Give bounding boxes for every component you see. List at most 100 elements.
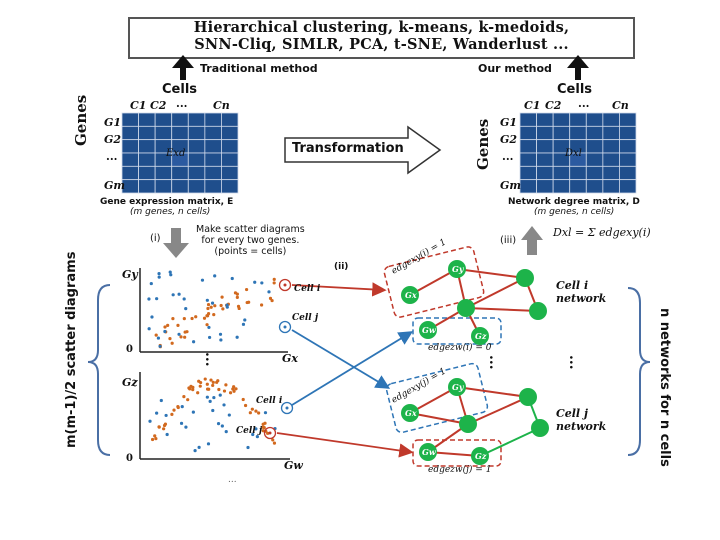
- network-cell-i-network-label: network: [556, 292, 607, 305]
- matrix-cell: [552, 112, 571, 127]
- scatter-point: [217, 387, 221, 392]
- step-i-description: Make scatter diagrams for every two gene…: [196, 224, 305, 257]
- scatter-point: [206, 312, 211, 316]
- matrix-cell: [138, 179, 156, 194]
- scatter-point: [155, 297, 159, 301]
- col-label-cn-right: Cn: [612, 99, 629, 112]
- matrix-cell: [619, 165, 637, 181]
- axis-label-gx: Gx: [282, 352, 298, 365]
- scatter-point: [259, 303, 264, 307]
- scatter-point: [169, 273, 173, 277]
- row-label-gm-left: Gm: [104, 179, 126, 192]
- network-node-labels: Gy Gx Gw Gz Gy Gx Gw Gz: [405, 264, 487, 461]
- matrix-cell: [138, 139, 156, 154]
- edge-label-zw-j: edgezw(j) = 1: [428, 465, 492, 475]
- scatter-point: [222, 389, 227, 393]
- step-iii-label: (iii): [500, 235, 517, 246]
- scatter-point: [171, 317, 175, 321]
- row-label-g2-left: G2: [104, 133, 122, 146]
- matrix-cell: [138, 165, 156, 181]
- matrix-cell-exd: Exd: [166, 148, 186, 159]
- matrix-cell: [585, 125, 604, 141]
- matrix-cell: [204, 112, 222, 127]
- scatter-point: [237, 306, 241, 311]
- arrow-bottom-i-to-network-i: [291, 331, 414, 406]
- matrix-cell: [519, 152, 537, 167]
- scatter-point: [182, 395, 186, 399]
- row-label-dots-left: ...: [106, 150, 118, 163]
- scatter-point: [193, 449, 197, 453]
- step-i-line3: (points = cells): [214, 246, 287, 257]
- scatter-point: [177, 332, 181, 336]
- scatter-point: [154, 437, 158, 441]
- method-list-box: Hierarchical clustering, k-means, k-medo…: [128, 17, 635, 59]
- scatter-point: [177, 292, 181, 296]
- scatter-bottom-axes: [139, 372, 290, 460]
- scatter-point: [213, 304, 217, 308]
- matrix-cell: [619, 125, 637, 141]
- scatter-point: [150, 315, 154, 319]
- scatter-point: [186, 398, 190, 402]
- scatter-point: [166, 323, 170, 327]
- scatter-point: [191, 410, 195, 414]
- scatter-point: [157, 271, 161, 276]
- scatter-point: [227, 413, 231, 417]
- degree-formula: Dxl = Σ edgexy(i): [553, 226, 651, 239]
- axis-zero-top: 0: [126, 344, 133, 355]
- scatter-point: [221, 307, 225, 311]
- matrix-cell: [204, 179, 222, 194]
- matrix-cell: [585, 139, 604, 154]
- method-list-line1: Hierarchical clustering, k-means, k-medo…: [193, 19, 570, 36]
- our-method-label: Our method: [478, 62, 552, 75]
- scatter-point: [148, 419, 152, 423]
- scatter-point: [183, 335, 187, 339]
- matrix-cell: [619, 139, 637, 154]
- matrix-cell: [187, 152, 206, 167]
- matrix-cell: [569, 125, 587, 141]
- scatter-point: [219, 303, 223, 308]
- matrix-cell: [602, 165, 620, 181]
- matrix-cell: [585, 179, 604, 194]
- matrix-cell: [187, 165, 206, 181]
- matrix-cell: [221, 179, 239, 194]
- matrix-cell: [221, 165, 239, 181]
- step-i-line2: for every two genes.: [201, 235, 300, 246]
- col-label-c1-left: C1: [130, 99, 147, 112]
- scatter-point: [213, 274, 217, 278]
- node-label-gz-i: Gz: [475, 331, 487, 341]
- scatter-point: [156, 336, 161, 340]
- scatter-point: [194, 315, 198, 319]
- axis-label-gw: Gw: [284, 459, 303, 472]
- matrix-cell: [221, 125, 239, 141]
- scatter-point: [212, 313, 216, 317]
- arrow-bottom-j-to-network-j: [276, 432, 414, 458]
- matrix-left-sub: (m genes, n cells): [130, 207, 211, 217]
- scatter-point: [182, 297, 186, 301]
- matrix-cell: [569, 179, 587, 194]
- matrix-cell: [519, 165, 537, 181]
- scatter-point: [225, 305, 229, 309]
- scatter-point: [158, 344, 162, 348]
- traditional-method-label: Traditional method: [200, 62, 318, 75]
- node-label-gy-j: Gy: [452, 382, 465, 392]
- bottom-ellipsis: ...: [228, 475, 237, 485]
- col-label-dots-left: ...: [176, 97, 188, 110]
- right-brace: [627, 287, 651, 456]
- scatter-point: [268, 296, 273, 300]
- row-label-g1-left: G1: [104, 116, 122, 129]
- matrix-cell: [519, 179, 537, 194]
- scatter-point: [260, 281, 264, 285]
- left-brace: [87, 284, 111, 456]
- scatter-point: [206, 306, 210, 311]
- scatter-point: [251, 432, 255, 437]
- col-label-c2-left: C2: [150, 99, 167, 112]
- scatter-point: [254, 409, 258, 413]
- scatter-point: [176, 404, 180, 409]
- scatter-point: [209, 378, 213, 382]
- scatter-bottom-cell-j-label: Cell j: [236, 426, 263, 436]
- scatter-point: [271, 438, 275, 442]
- scatter-point: [235, 335, 239, 339]
- node-label-gx-j: Gx: [405, 408, 417, 418]
- scatter-point: [172, 408, 176, 412]
